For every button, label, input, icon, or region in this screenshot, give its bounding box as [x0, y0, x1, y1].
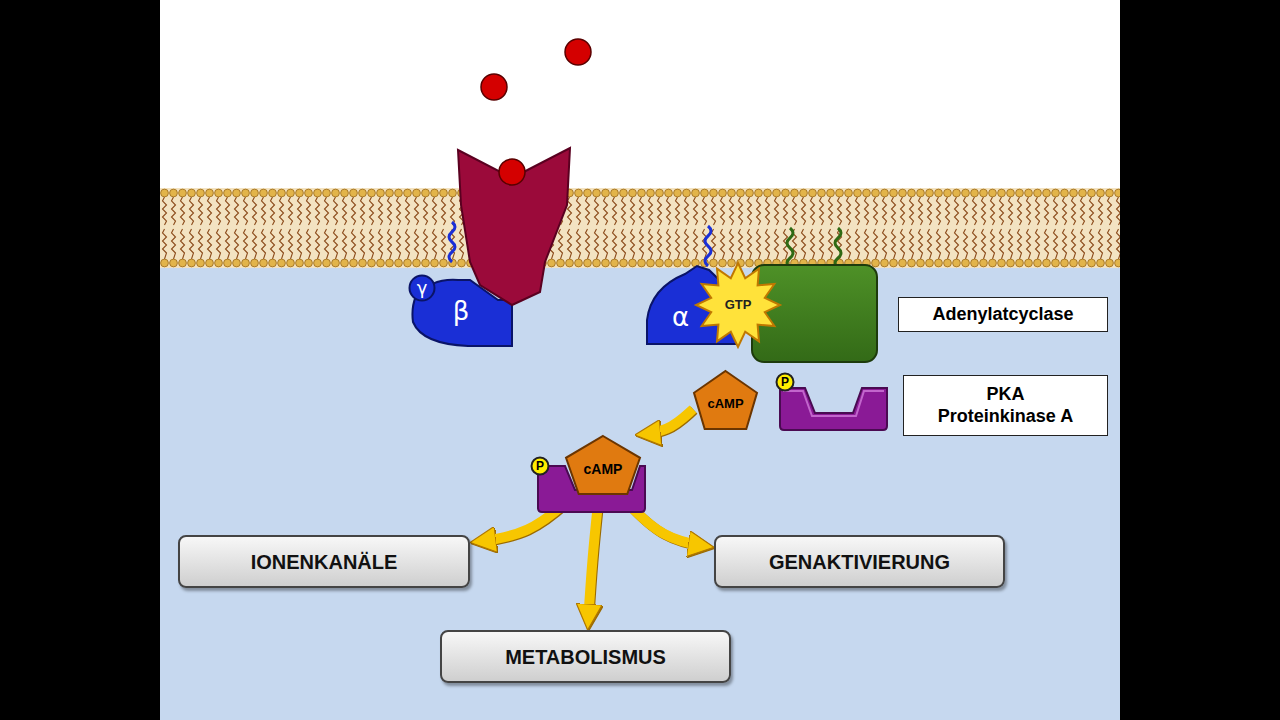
node-text: Adenylatcyclase [932, 304, 1073, 326]
node-text: GTP [725, 297, 752, 313]
camp-molecule-shape [694, 371, 757, 429]
ligand-molecule [565, 39, 591, 65]
beta-subunit-shape [412, 280, 512, 346]
node-text: Proteinkinase A [938, 406, 1073, 428]
gamma-subunit: γ [408, 274, 436, 302]
node-text: P [536, 459, 544, 473]
bound-camp-molecule: cAMP [565, 435, 641, 495]
adenylate-cyclase-enzyme [752, 265, 877, 362]
background-panel [160, 0, 1120, 720]
phosphate-group: P [775, 372, 795, 392]
cell-membrane [160, 188, 1120, 268]
gtp-molecule-shape [696, 263, 780, 347]
node-text: IONENKANÄLE [251, 550, 398, 574]
phosphate-group-shape [532, 458, 549, 475]
node-text: METABOLISMUS [505, 645, 666, 669]
bound-ligand [499, 159, 525, 185]
node-text: PKA [986, 384, 1024, 406]
effect-box: METABOLISMUS [440, 630, 731, 683]
protein-kinase-highlight [783, 391, 884, 416]
bound-camp-molecule-shape [566, 436, 640, 494]
lipid-anchor [835, 228, 841, 268]
g-protein-coupled-receptor [458, 148, 570, 305]
ligand-molecule [481, 74, 507, 100]
gtp-molecule: GTP [695, 262, 781, 348]
phosphate-group: P [530, 456, 550, 476]
label-box: Adenylatcyclase [898, 297, 1108, 332]
signal-arrow [588, 495, 599, 630]
node-text: GENAKTIVIERUNG [769, 550, 950, 574]
lipid-anchor [449, 222, 455, 262]
beta-subunit: β [410, 258, 512, 346]
node-text: cAMP [584, 461, 623, 478]
node-text: cAMP [707, 396, 743, 412]
node-text: γ [417, 277, 428, 299]
effect-box: IONENKANÄLE [178, 535, 470, 588]
signal-arrow [635, 409, 693, 435]
phosphate-group-shape [777, 374, 794, 391]
node-text: β [453, 296, 470, 327]
lipid-anchor [787, 228, 793, 268]
node-text: P [781, 375, 789, 389]
label-box: PKAProteinkinase A [903, 375, 1108, 436]
node-text: α [672, 302, 689, 333]
lipid-anchor [705, 226, 711, 266]
gamma-subunit-shape [410, 276, 435, 301]
effect-box: GENAKTIVIERUNG [714, 535, 1005, 588]
protein-kinase-shape [780, 388, 887, 430]
camp-molecule: cAMP [693, 370, 758, 430]
